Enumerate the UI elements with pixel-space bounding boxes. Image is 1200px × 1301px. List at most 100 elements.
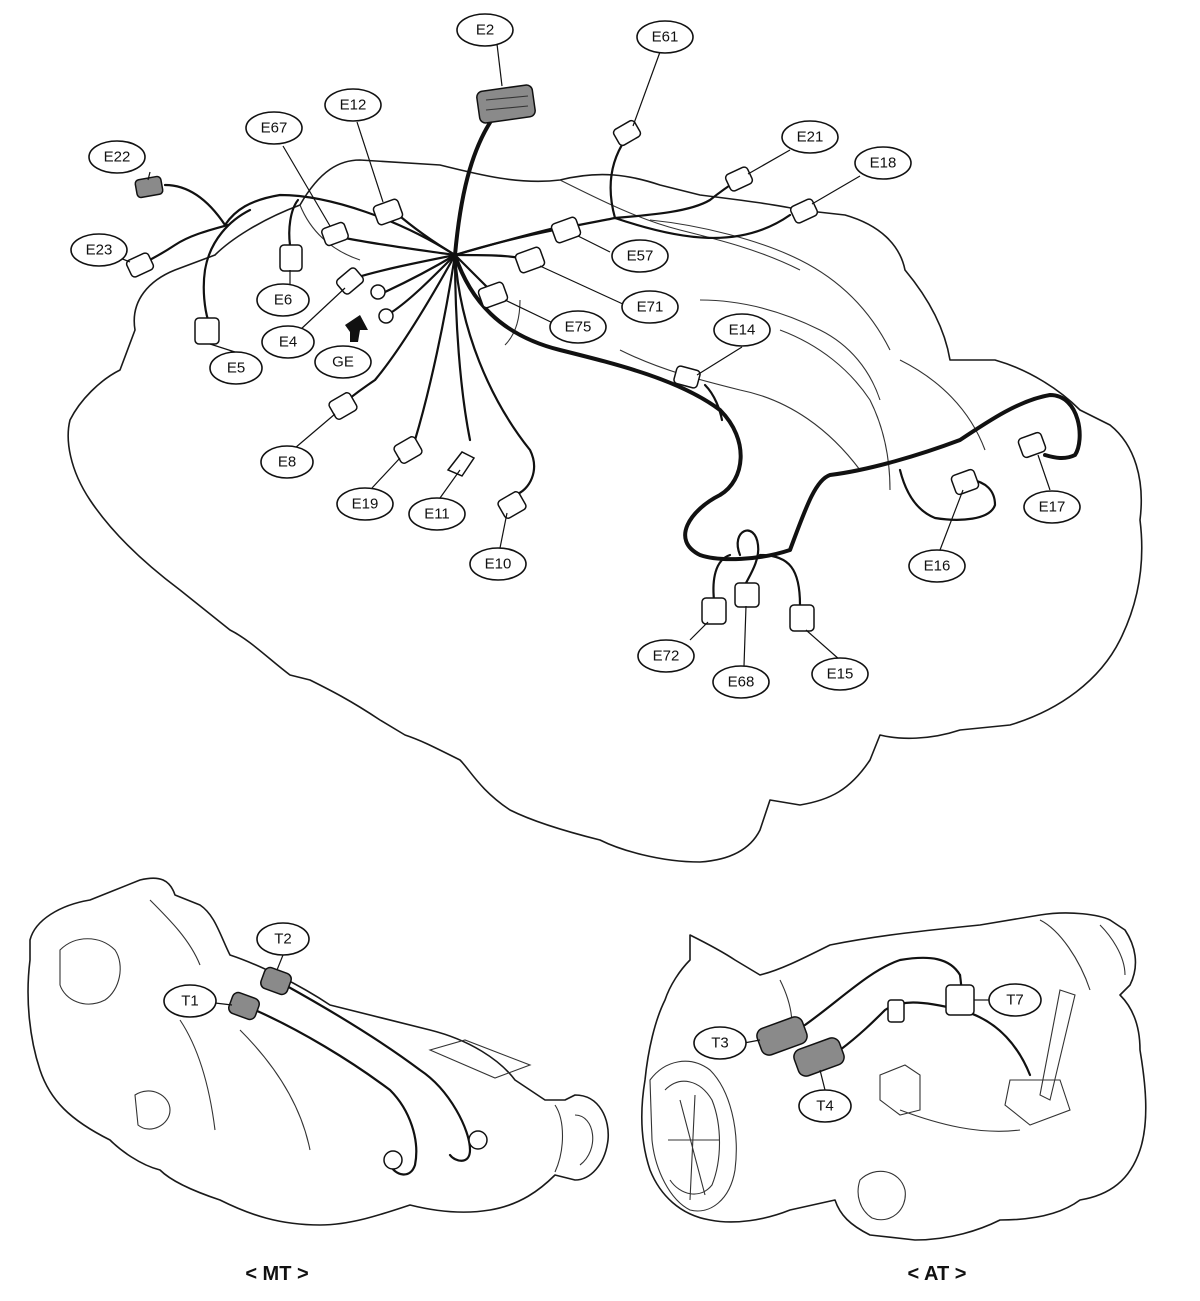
- callout-e75: E75: [549, 310, 607, 344]
- label-e18: E18: [870, 155, 897, 172]
- harness-branch-ground2: [390, 253, 457, 314]
- connector-e8: [328, 392, 358, 420]
- engine-outline: [67, 159, 1143, 863]
- label-e11: E11: [424, 506, 450, 523]
- mt-sensor-2: [383, 1150, 403, 1170]
- callout-e14: E14: [713, 313, 771, 347]
- callout-e61: E61: [636, 20, 694, 54]
- callout-t1: T1: [163, 984, 217, 1018]
- label-t3: T3: [711, 1035, 729, 1052]
- label-e17: E17: [1039, 499, 1066, 516]
- callout-e17: E17: [1023, 490, 1081, 524]
- callout-e10: E10: [469, 547, 527, 581]
- label-e57: E57: [627, 248, 654, 265]
- label-e72: E72: [653, 648, 680, 665]
- label-e5: E5: [227, 360, 245, 377]
- harness-branch-e5: [202, 208, 252, 322]
- harness-branch-e72: [712, 553, 732, 602]
- connector-e14: [673, 365, 701, 389]
- harness-branch-e8: [343, 253, 457, 404]
- connector-t3: [756, 1016, 808, 1056]
- connector-e16: [950, 468, 980, 496]
- label-e15: E15: [827, 666, 854, 683]
- label-e61: E61: [652, 29, 679, 46]
- harness-branch-e68: [736, 529, 760, 587]
- harness-branch-e23: [138, 223, 230, 267]
- label-t4: T4: [816, 1098, 834, 1115]
- engine-leader-lines: [99, 43, 1051, 667]
- callout-t2: T2: [256, 922, 310, 956]
- connector-e12: [372, 198, 404, 226]
- callout-e15: E15: [811, 657, 869, 691]
- harness-branch-e18: [613, 213, 792, 239]
- callout-e68: E68: [712, 665, 770, 699]
- label-t2: T2: [274, 931, 292, 948]
- callout-e5: E5: [209, 351, 263, 385]
- at-bracket: [887, 999, 905, 1023]
- harness-branch-e15: [758, 553, 802, 607]
- engine-connectors: [125, 84, 1047, 632]
- mt-wire-t1: [253, 1008, 418, 1176]
- harness-branch-e19: [413, 253, 457, 442]
- callout-ge: GE: [314, 345, 372, 379]
- callout-e23: E23: [70, 233, 128, 267]
- harness-trunk-e2: [453, 113, 497, 257]
- label-e12: E12: [340, 97, 367, 114]
- at-wire-t4: [838, 1001, 1032, 1077]
- callout-t7: T7: [988, 983, 1042, 1017]
- callout-e22: E22: [88, 140, 146, 174]
- callout-e16: E16: [908, 549, 966, 583]
- callout-e6: E6: [256, 283, 310, 317]
- callout-e18: E18: [854, 146, 912, 180]
- connector-e15: [789, 604, 815, 632]
- connector-e4: [335, 267, 365, 295]
- label-e4: E4: [279, 334, 297, 351]
- connector-e67: [321, 221, 349, 247]
- label-e71: E71: [637, 299, 664, 316]
- caption-mt: < MT >: [245, 1263, 308, 1285]
- label-e14: E14: [729, 322, 756, 339]
- callout-e2: E2: [456, 13, 514, 47]
- harness-branch-e67: [343, 236, 457, 257]
- label-e23: E23: [86, 242, 113, 259]
- harness-branch-e10: [453, 253, 536, 497]
- callout-e71: E71: [621, 290, 679, 324]
- callout-e57: E57: [611, 239, 669, 273]
- connector-t4: [793, 1037, 845, 1077]
- connector-e2: [476, 84, 536, 124]
- label-t1: T1: [181, 993, 199, 1010]
- label-e67: E67: [261, 120, 288, 137]
- harness-branch-e21: [613, 178, 740, 220]
- at-wire-t3: [803, 956, 962, 1027]
- ground-arrow-icon: [345, 315, 368, 342]
- harness-branch-e14: [703, 383, 724, 422]
- callout-e21: E21: [781, 120, 839, 154]
- connector-e61: [612, 119, 642, 147]
- at-transmission-view: T7 T3 T4 < AT >: [640, 912, 1147, 1285]
- caption-at: < AT >: [908, 1263, 967, 1285]
- label-e75: E75: [565, 319, 592, 336]
- label-e68: E68: [728, 674, 755, 691]
- label-e8: E8: [278, 454, 296, 471]
- connector-e10: [497, 491, 527, 519]
- label-e19: E19: [352, 496, 379, 513]
- connector-e72: [701, 597, 727, 625]
- label-e2: E2: [476, 22, 494, 39]
- harness-branch-e4: [353, 253, 457, 280]
- label-e16: E16: [924, 558, 951, 575]
- connector-e23: [125, 252, 155, 278]
- connector-t7: [945, 984, 975, 1016]
- connector-e22: [134, 175, 164, 199]
- callout-e4: E4: [261, 325, 315, 359]
- connector-e5: [194, 317, 220, 345]
- connector-e57: [550, 216, 582, 244]
- engine-harness: [138, 113, 1082, 607]
- label-ge: GE: [332, 354, 354, 371]
- connector-e21: [724, 166, 754, 192]
- callout-e8: E8: [260, 445, 314, 479]
- callout-e67: E67: [245, 111, 303, 145]
- harness-branch-e71: [453, 253, 522, 260]
- connector-e71: [514, 246, 546, 274]
- connector-t2: [260, 966, 292, 996]
